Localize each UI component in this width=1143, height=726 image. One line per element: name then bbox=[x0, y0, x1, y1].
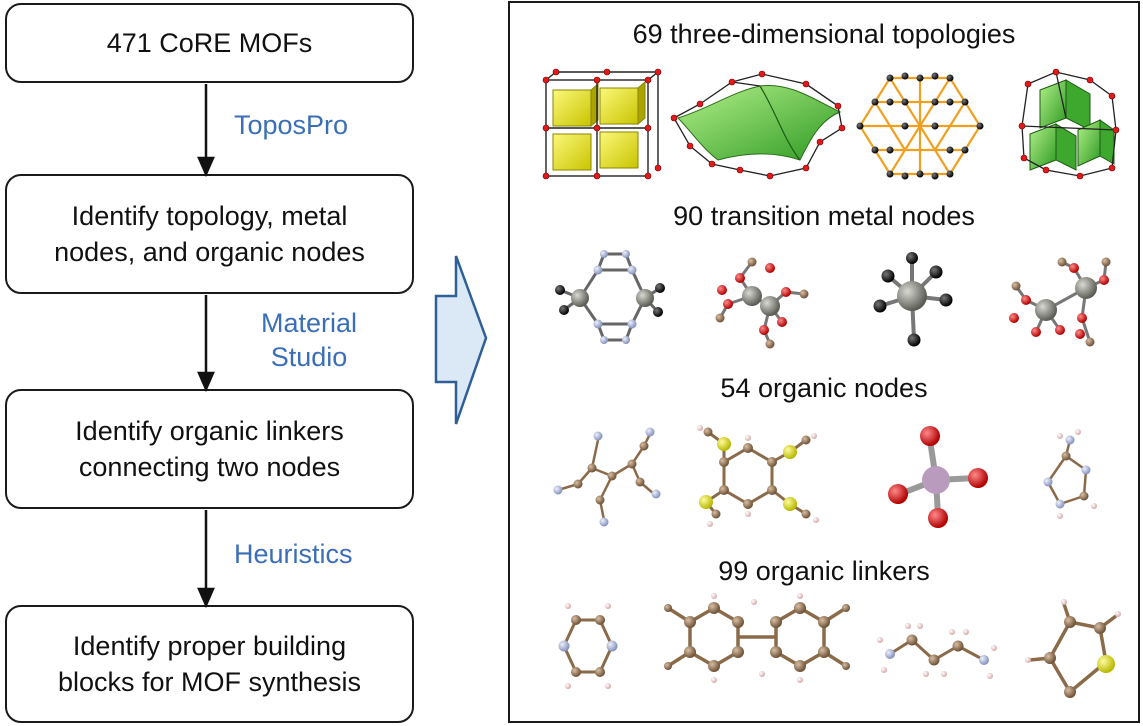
flow-step-line: Identify organic linkers bbox=[75, 416, 344, 446]
section-title-organic-linkers: 99 organic linkers bbox=[718, 556, 930, 586]
linker-diamine bbox=[877, 623, 997, 679]
metal-node-tetrahedral bbox=[873, 252, 953, 347]
topology-saddle bbox=[670, 70, 846, 180]
topology-green-cubes bbox=[1018, 68, 1120, 180]
organic-node-branched bbox=[553, 427, 661, 527]
flow-step-identify-topology: Identify topology, metal nodes, and orga… bbox=[5, 174, 414, 294]
edge-label-material-studio: Material Studio bbox=[260, 308, 358, 372]
flow-step-line: Identify proper building bbox=[72, 631, 347, 661]
edge-label-topospro: ToposPro bbox=[234, 110, 349, 140]
flow-step-core-mofs: 471 CoRE MOFs bbox=[5, 3, 414, 83]
flow-step-building-blocks: Identify proper building blocks for MOF … bbox=[5, 605, 414, 723]
summary-panel: 69 three-dimensional topologies 90 trans… bbox=[508, 1, 1140, 723]
metal-node-zn2-cluster bbox=[1009, 257, 1111, 347]
flow-step-identify-linkers: Identify organic linkers connecting two … bbox=[5, 389, 414, 509]
section-title-organic-nodes: 54 organic nodes bbox=[720, 373, 928, 403]
flow-step-line: blocks for MOF synthesis bbox=[57, 667, 362, 697]
edge-label-heuristics: Heuristics bbox=[234, 539, 353, 569]
linker-pyrazine bbox=[558, 603, 618, 689]
flow-step-line: Identify topology, metal bbox=[71, 201, 348, 231]
organic-node-oxo-anion bbox=[888, 426, 988, 528]
linker-thiophene bbox=[1025, 599, 1121, 698]
flow-arrow-2-head bbox=[197, 371, 215, 393]
metal-node-paddlewheel bbox=[555, 250, 665, 344]
flow-arrow-3-head bbox=[197, 587, 215, 609]
section-title-topologies: 69 three-dimensional topologies bbox=[632, 19, 1016, 49]
flow-arrow-1-head bbox=[197, 156, 215, 178]
metal-node-zn-cluster bbox=[715, 257, 809, 349]
block-arrow bbox=[434, 255, 488, 425]
topology-cube-net bbox=[542, 68, 662, 180]
linker-biphenyl bbox=[664, 593, 850, 683]
organic-node-triazole bbox=[1043, 429, 1097, 519]
flow-step-line: nodes, and organic nodes bbox=[54, 237, 365, 267]
flow-step-line: 471 CoRE MOFs bbox=[106, 28, 313, 58]
organic-node-thio-benzene bbox=[697, 425, 819, 527]
section-title-metal-nodes: 90 transition metal nodes bbox=[673, 201, 975, 231]
topology-hex-lattice bbox=[856, 72, 984, 180]
flow-step-line: connecting two nodes bbox=[78, 452, 341, 482]
